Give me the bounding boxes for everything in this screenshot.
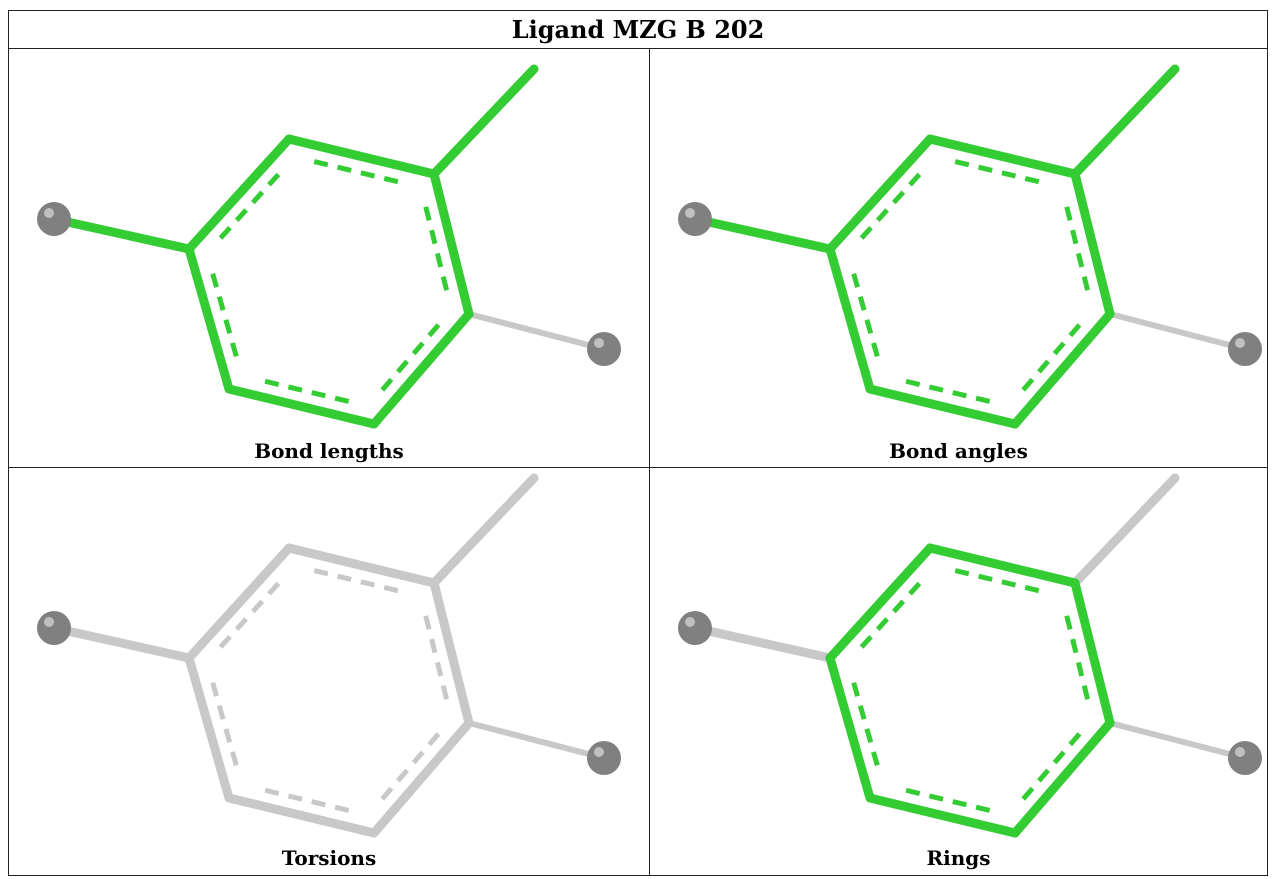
left-bond [49, 623, 194, 663]
ring-bond [224, 384, 379, 429]
ligand-table: Ligand MZG B 202 Bond lengths Bond angle… [8, 10, 1268, 876]
ring-bond [1070, 169, 1115, 319]
ring-bond [184, 244, 234, 394]
methyl-bond [429, 64, 539, 179]
right-atom [1228, 741, 1262, 775]
molecule-image-rings [678, 473, 1262, 838]
right-atom-highlight [1235, 338, 1245, 348]
ring-bond [865, 793, 1020, 838]
right-atom [1228, 332, 1262, 366]
left-bond [49, 214, 194, 254]
aromatic-dash [423, 206, 450, 292]
ring-bond [184, 134, 294, 254]
right-atom [587, 332, 621, 366]
ring-bond [184, 543, 294, 663]
aromatic-dash [1064, 206, 1091, 292]
aromatic-dash [261, 787, 350, 813]
left-atom-highlight [685, 617, 695, 627]
left-atom [678, 611, 712, 645]
ring-bond [925, 134, 1080, 179]
ring-bond [825, 244, 875, 394]
ring-bond [429, 578, 474, 728]
caption-bond-angles: Bond angles [889, 439, 1028, 463]
ring-bond [284, 134, 439, 179]
ring-bond [825, 134, 935, 254]
aromatic-dash [902, 787, 991, 813]
ring-bond [429, 169, 474, 319]
left-atom [37, 611, 71, 645]
ring-bond [284, 543, 439, 588]
aromatic-dash [850, 271, 880, 358]
left-atom-highlight [685, 208, 695, 218]
right-atom-highlight [594, 338, 604, 348]
methyl-bond [1070, 473, 1180, 588]
left-atom [37, 202, 71, 236]
panel-bond-angles: Bond angles [650, 49, 1267, 467]
left-atom-highlight [44, 208, 54, 218]
table-title: Ligand MZG B 202 [9, 11, 1267, 49]
aromatic-dash [859, 170, 924, 240]
aromatic-dash [954, 159, 1043, 185]
left-atom [678, 202, 712, 236]
panel-bond-lengths: Bond lengths [9, 49, 649, 467]
ring-bond [825, 543, 935, 663]
right-bond [1107, 311, 1248, 352]
ring-bond [925, 543, 1080, 588]
aromatic-dash [261, 378, 350, 404]
row-divider [9, 467, 1267, 468]
right-atom-highlight [594, 747, 604, 757]
right-atom [587, 741, 621, 775]
caption-bond-lengths: Bond lengths [254, 439, 404, 463]
aromatic-dash [218, 170, 283, 240]
aromatic-dash [859, 579, 924, 649]
aromatic-dash [954, 568, 1043, 594]
ring-bond [865, 384, 1020, 429]
methyl-bond [1070, 64, 1180, 179]
aromatic-dash [850, 680, 880, 767]
aromatic-dash [423, 615, 450, 701]
ring-bond [369, 718, 474, 838]
right-bond [1107, 720, 1248, 761]
ring-bond [224, 793, 379, 838]
ring-bond [1070, 578, 1115, 728]
aromatic-dash [209, 271, 239, 358]
panel-torsions: Torsions [9, 468, 649, 875]
right-bond [466, 720, 607, 761]
methyl-bond [429, 473, 539, 588]
ring-bond [825, 653, 875, 803]
aromatic-dash [379, 323, 441, 393]
aromatic-dash [313, 568, 402, 594]
panel-rings: Rings [650, 468, 1267, 875]
aromatic-dash [209, 680, 239, 767]
ring-bond [184, 653, 234, 803]
aromatic-dash [902, 378, 991, 404]
left-bond [690, 214, 835, 254]
aromatic-dash [1020, 323, 1082, 393]
column-divider [649, 48, 650, 875]
left-bond [690, 623, 835, 663]
aromatic-dash [379, 732, 441, 802]
aromatic-dash [1020, 732, 1082, 802]
ring-bond [1010, 718, 1115, 838]
ring-bond [1010, 309, 1115, 429]
right-atom-highlight [1235, 747, 1245, 757]
molecule-image-bond-lengths [37, 64, 621, 429]
molecule-image-bond-angles [678, 64, 1262, 429]
right-bond [466, 311, 607, 352]
aromatic-dash [1064, 615, 1091, 701]
aromatic-dash [218, 579, 283, 649]
ring-bond [369, 309, 474, 429]
aromatic-dash [313, 159, 402, 185]
molecule-image-torsions [37, 473, 621, 838]
left-atom-highlight [44, 617, 54, 627]
caption-rings: Rings [926, 846, 991, 870]
caption-torsions: Torsions [281, 846, 377, 870]
